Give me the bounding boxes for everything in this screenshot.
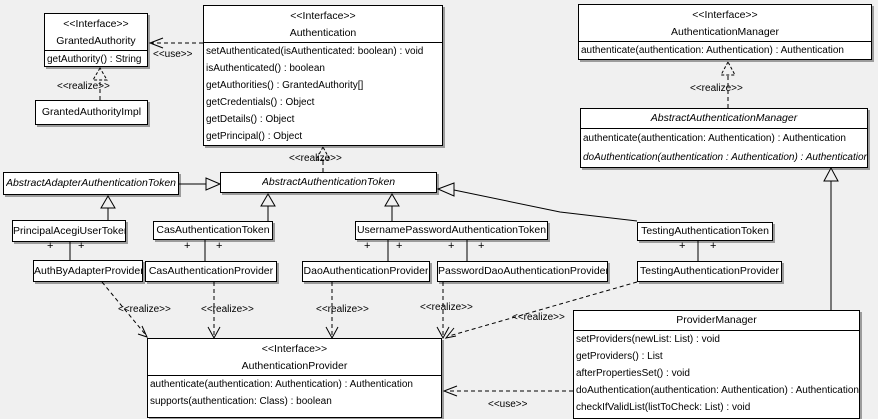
class-name: CasAuthenticationProvider	[148, 266, 274, 277]
method: getAuthorities() : GrantedAuthority[]	[206, 80, 364, 91]
class-header: AbstractAuthenticationManager	[581, 109, 867, 129]
class-name: CasAuthenticationToken	[156, 225, 270, 236]
class-auth-by-adapter-provider: AuthByAdapterProvider	[33, 260, 143, 282]
class-header: <<Interface>> GrantedAuthority	[45, 14, 147, 51]
class-authentication: <<Interface>> Authentication setAuthenti…	[203, 5, 443, 146]
method: authenticate(authentication: Authenticat…	[583, 133, 846, 144]
class-name: GrantedAuthority	[56, 35, 136, 47]
method: authenticate(authentication: Authenticat…	[581, 45, 844, 56]
multiplicity-label: +	[184, 240, 191, 252]
stereotype-label: <<Interface>>	[261, 343, 328, 355]
multiplicity-label: +	[78, 240, 85, 252]
use-label: <<use>>	[153, 49, 193, 60]
method: afterPropertiesSet() : void	[576, 368, 690, 379]
method: getCredentials() : Object	[206, 97, 315, 108]
class-name: AbstractAuthenticationToken	[261, 177, 396, 188]
realize-label: <<realize>>	[289, 153, 342, 164]
class-name: GrantedAuthorityImpl	[41, 107, 142, 118]
class-cas-authentication-provider: CasAuthenticationProvider	[145, 261, 277, 282]
class-testing-authentication-provider: TestingAuthenticationProvider	[637, 261, 782, 282]
class-header: <<Interface>> AuthenticationProvider	[148, 339, 441, 376]
class-name: AuthenticationProvider	[241, 360, 348, 372]
class-name: AbstractAuthenticationManager	[650, 112, 798, 124]
method: supports(authentication: Class) : boolea…	[150, 396, 332, 407]
realize-label: <<realize>>	[316, 304, 369, 315]
realize-label: <<realize>>	[420, 302, 473, 313]
multiplicity-label: +	[710, 240, 717, 252]
use-label: <<use>>	[488, 399, 528, 410]
multiplicity-label: +	[364, 240, 371, 252]
class-granted-authority-impl: GrantedAuthorityImpl	[35, 100, 148, 125]
method: getProviders() : List	[576, 351, 663, 362]
method: getDetails() : Object	[206, 114, 295, 125]
class-authentication-provider: <<Interface>> AuthenticationProvider aut…	[147, 338, 442, 418]
stereotype-label: <<Interface>>	[63, 18, 129, 30]
class-provider-manager: ProviderManager setProviders(newList: Li…	[573, 310, 860, 419]
class-name: UsernamePasswordAuthenticationToken	[356, 225, 547, 236]
stereotype-label: <<Interface>>	[692, 9, 758, 21]
multiplicity-label: +	[448, 240, 455, 252]
class-name: TestingAuthenticationToken	[641, 226, 769, 237]
realize-label: <<realize>>	[690, 83, 743, 94]
class-name: PasswordDaoAuthenticationProvider	[438, 266, 607, 277]
class-abstract-adapter-authentication-token: AbstractAdapterAuthenticationToken	[3, 172, 179, 195]
class-password-dao-authentication-provider: PasswordDaoAuthenticationProvider	[437, 261, 608, 282]
method: authenticate(authentication: Authenticat…	[150, 379, 413, 390]
class-name: DaoAuthenticationProvider	[303, 266, 429, 277]
class-abstract-authentication-token: AbstractAuthenticationToken	[220, 172, 437, 193]
method: setAuthenticated(isAuthenticated: boolea…	[206, 46, 424, 57]
realize-label: <<realize>>	[57, 81, 110, 92]
class-name: ProviderManager	[676, 314, 757, 326]
method: doAuthentication(authentication : Authen…	[583, 152, 867, 163]
class-name: AbstractAdapterAuthenticationToken	[5, 178, 177, 189]
realize-label: <<realize>>	[118, 304, 171, 315]
multiplicity-label: +	[396, 240, 403, 252]
class-granted-authority: <<Interface>> GrantedAuthority getAuthor…	[44, 13, 148, 67]
class-name: Authentication	[289, 27, 357, 39]
stereotype-label: <<Interface>>	[290, 10, 356, 22]
class-name: AuthByAdapterProvider	[34, 265, 142, 277]
class-cas-authentication-token: CasAuthenticationToken	[153, 221, 273, 240]
class-header: ProviderManager	[574, 311, 859, 331]
class-username-password-authentication-token: UsernamePasswordAuthenticationToken	[355, 221, 548, 240]
method: isAuthenticated() : boolean	[206, 63, 325, 74]
class-authentication-manager: <<Interface>> AuthenticationManager auth…	[578, 4, 872, 60]
realize-label: <<realize>>	[201, 304, 254, 315]
class-name: AuthenticationManager	[671, 26, 779, 38]
class-name: TestingAuthenticationProvider	[640, 266, 779, 277]
method: doAuthentication(authentication: Authent…	[576, 385, 859, 396]
multiplicity-label: +	[216, 240, 223, 252]
class-testing-authentication-token: TestingAuthenticationToken	[637, 222, 773, 241]
realize-label: <<realize>>	[512, 312, 565, 323]
multiplicity-label: +	[478, 240, 485, 252]
method: getPrincipal() : Object	[206, 131, 303, 142]
class-dao-authentication-provider: DaoAuthenticationProvider	[302, 261, 430, 282]
class-principal-acegi-user-token: PrincipalAcegiUserToken	[12, 220, 126, 242]
class-header: <<Interface>> Authentication	[204, 6, 442, 43]
multiplicity-label: +	[679, 240, 686, 252]
method: getAuthority() : String	[47, 54, 142, 65]
class-abstract-authentication-manager: AbstractAuthenticationManager authentica…	[580, 108, 868, 168]
method: checkIfValidList(listToCheck: List) : vo…	[576, 402, 751, 413]
class-name: PrincipalAcegiUserToken	[13, 225, 125, 237]
class-header: <<Interface>> AuthenticationManager	[579, 5, 871, 42]
multiplicity-label: +	[47, 240, 54, 252]
method: setProviders(newList: List) : void	[576, 334, 720, 345]
